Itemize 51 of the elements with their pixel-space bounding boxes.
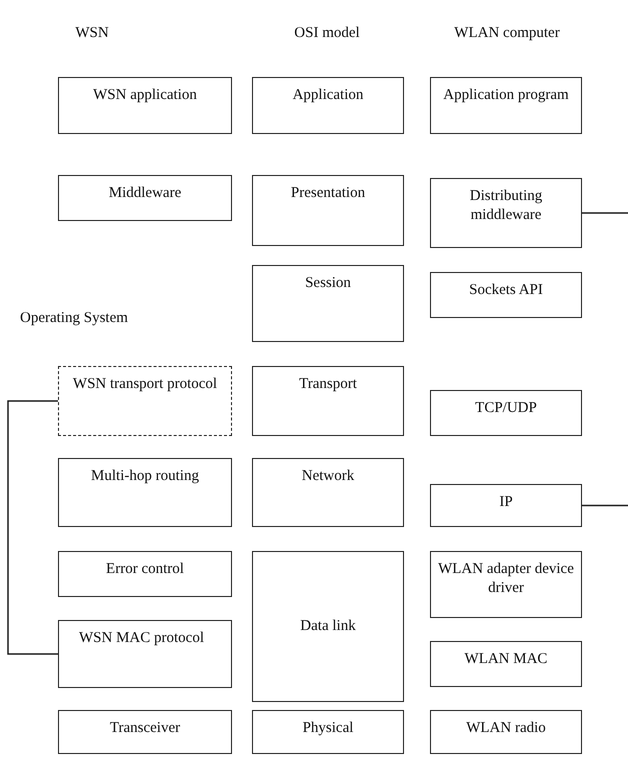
layer-name: WLAN radio: [466, 719, 546, 738]
connector-line: [582, 212, 628, 214]
layer-box: [58, 551, 232, 597]
column-heading: WSN: [75, 25, 109, 42]
layer-box: [252, 710, 404, 754]
layer-name: WLAN MAC: [464, 650, 548, 669]
layer-box: [430, 272, 582, 318]
layer-name: Physical: [302, 719, 354, 738]
layer-box: [58, 366, 232, 436]
layer-box: [58, 77, 232, 134]
layer-box: [58, 620, 232, 688]
layer-name: Sockets API: [469, 281, 543, 300]
layer-name: Transceiver: [110, 719, 180, 738]
layer-name: Data link: [300, 617, 356, 636]
connector-line: [582, 504, 628, 506]
layer-box: [252, 175, 404, 246]
layer-name: Transport: [299, 375, 357, 394]
layer-name: WSN application: [93, 86, 197, 105]
layer-name: Multi-hop routing: [91, 467, 199, 486]
layer-box: [252, 551, 404, 702]
layer-name: Distributing middleware: [468, 187, 544, 224]
layer-name: Middleware: [108, 184, 182, 203]
layer-name: Application program: [443, 86, 569, 105]
layer-box: [430, 77, 582, 134]
layer-name: WLAN adapter device driver: [437, 560, 575, 598]
layer-name: TCP/UDP: [475, 399, 537, 418]
layer-name: WSN MAC protocol: [79, 629, 204, 648]
layer-box: [252, 265, 404, 342]
layer-box: [430, 390, 582, 436]
layer-box: [430, 551, 582, 618]
column-heading: OSI model: [294, 25, 360, 42]
group-label: Operating System: [20, 310, 128, 327]
layer-box: [252, 366, 404, 436]
layer-name: Network: [302, 467, 354, 486]
layer-box: [58, 175, 232, 221]
layer-box: [252, 458, 404, 527]
layer-box: [252, 77, 404, 134]
layer-name: Presentation: [290, 184, 366, 203]
layer-box: [58, 710, 232, 754]
layer-name: Session: [305, 274, 351, 293]
layer-name: Error control: [106, 560, 184, 579]
layer-box: [430, 484, 582, 527]
layer-box: [58, 458, 232, 527]
layer-name: IP: [499, 493, 513, 512]
connector-line: [7, 400, 58, 655]
layer-name: WSN transport protocol: [72, 375, 218, 394]
layer-name: Application: [292, 86, 364, 105]
layer-box: [430, 178, 582, 248]
layer-box: [430, 710, 582, 754]
column-heading: WLAN computer: [454, 25, 560, 42]
layer-box: [430, 641, 582, 687]
